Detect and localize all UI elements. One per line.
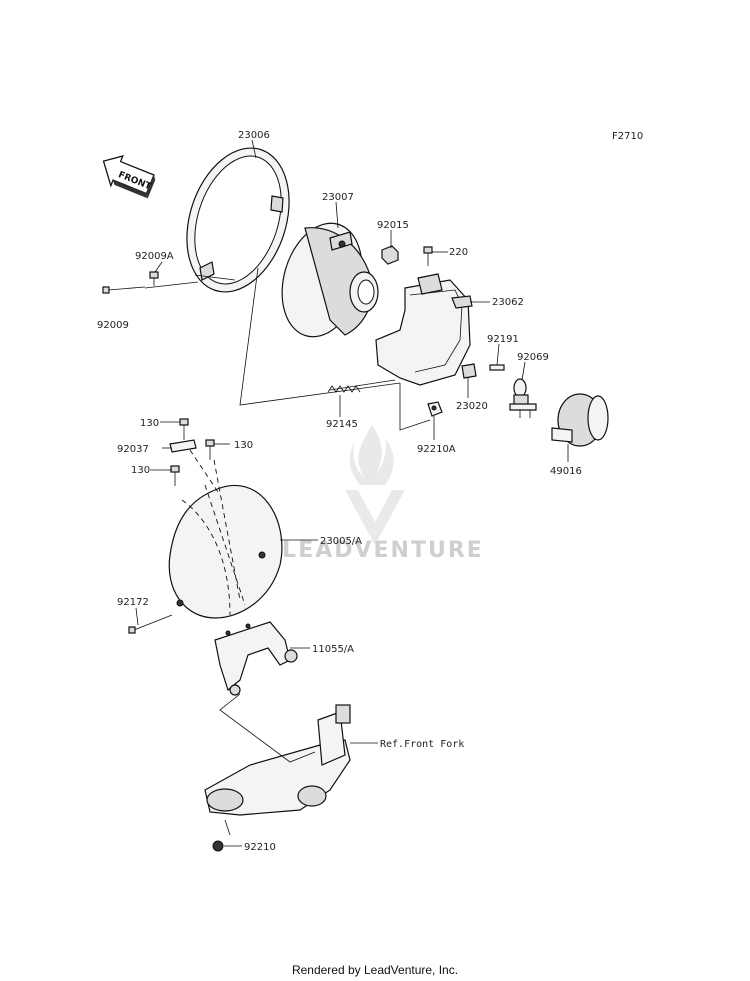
part-23006-rim xyxy=(186,147,290,293)
part-92069-bulb xyxy=(509,378,537,418)
callout-130-a: 130 xyxy=(140,418,159,429)
callout-130-b: 130 xyxy=(234,440,253,451)
callout-220: 220 xyxy=(449,247,468,258)
callout-92191: 92191 xyxy=(487,334,519,345)
callout-92145: 92145 xyxy=(326,419,358,430)
part-23062-bracket xyxy=(375,273,473,386)
callout-11055A: 11055/A xyxy=(312,644,354,655)
callout-92009A: 92009A xyxy=(135,251,174,262)
callout-92009: 92009 xyxy=(97,320,129,331)
callout-23006: 23006 xyxy=(238,130,270,141)
part-front-fork-bracket xyxy=(204,693,351,852)
front-arrow-icon: FRONT xyxy=(102,155,156,199)
part-92009A-screw xyxy=(149,271,159,286)
callout-92210: 92210 xyxy=(244,842,276,853)
callout-92172: 92172 xyxy=(117,597,149,608)
watermark-logo xyxy=(345,425,405,545)
callout-23020: 23020 xyxy=(456,401,488,412)
part-23005A-cover xyxy=(168,449,283,619)
callout-23062: 23062 xyxy=(492,297,524,308)
callout-92015: 92015 xyxy=(377,220,409,231)
part-23020-clip xyxy=(461,363,477,379)
callout-leaders xyxy=(135,139,569,847)
part-92009-screw xyxy=(102,286,146,294)
part-92145-spring xyxy=(327,385,361,393)
callout-23005A: 23005/A xyxy=(320,536,362,547)
part-130-screw-a xyxy=(179,418,189,440)
callout-130-c: 130 xyxy=(131,465,150,476)
part-23007-body xyxy=(281,222,379,338)
watermark-text: LEADVENTURE xyxy=(282,538,484,563)
callout-92069: 92069 xyxy=(517,352,549,363)
callout-ref-front-fork: Ref.Front Fork xyxy=(380,739,464,750)
part-130-screw-b xyxy=(205,439,215,460)
part-49016-cap xyxy=(551,393,609,447)
part-92210A-plate xyxy=(427,401,443,417)
part-92172-screw xyxy=(128,614,173,634)
callout-49016: 49016 xyxy=(550,466,582,477)
part-92037-plate xyxy=(169,439,197,453)
part-130-screw-c xyxy=(170,465,180,486)
callout-92037: 92037 xyxy=(117,444,149,455)
callout-23007: 23007 xyxy=(322,192,354,203)
callout-92210A: 92210A xyxy=(417,444,456,455)
part-92191-pin xyxy=(489,364,505,371)
part-11055A-bracket xyxy=(214,621,298,696)
leader-lines-top xyxy=(144,267,431,431)
footer-credit: Rendered by LeadVenture, Inc. xyxy=(291,963,459,977)
part-220-screw xyxy=(423,246,433,266)
figure-code: F2710 xyxy=(612,131,643,142)
part-92015-nut xyxy=(381,245,399,265)
